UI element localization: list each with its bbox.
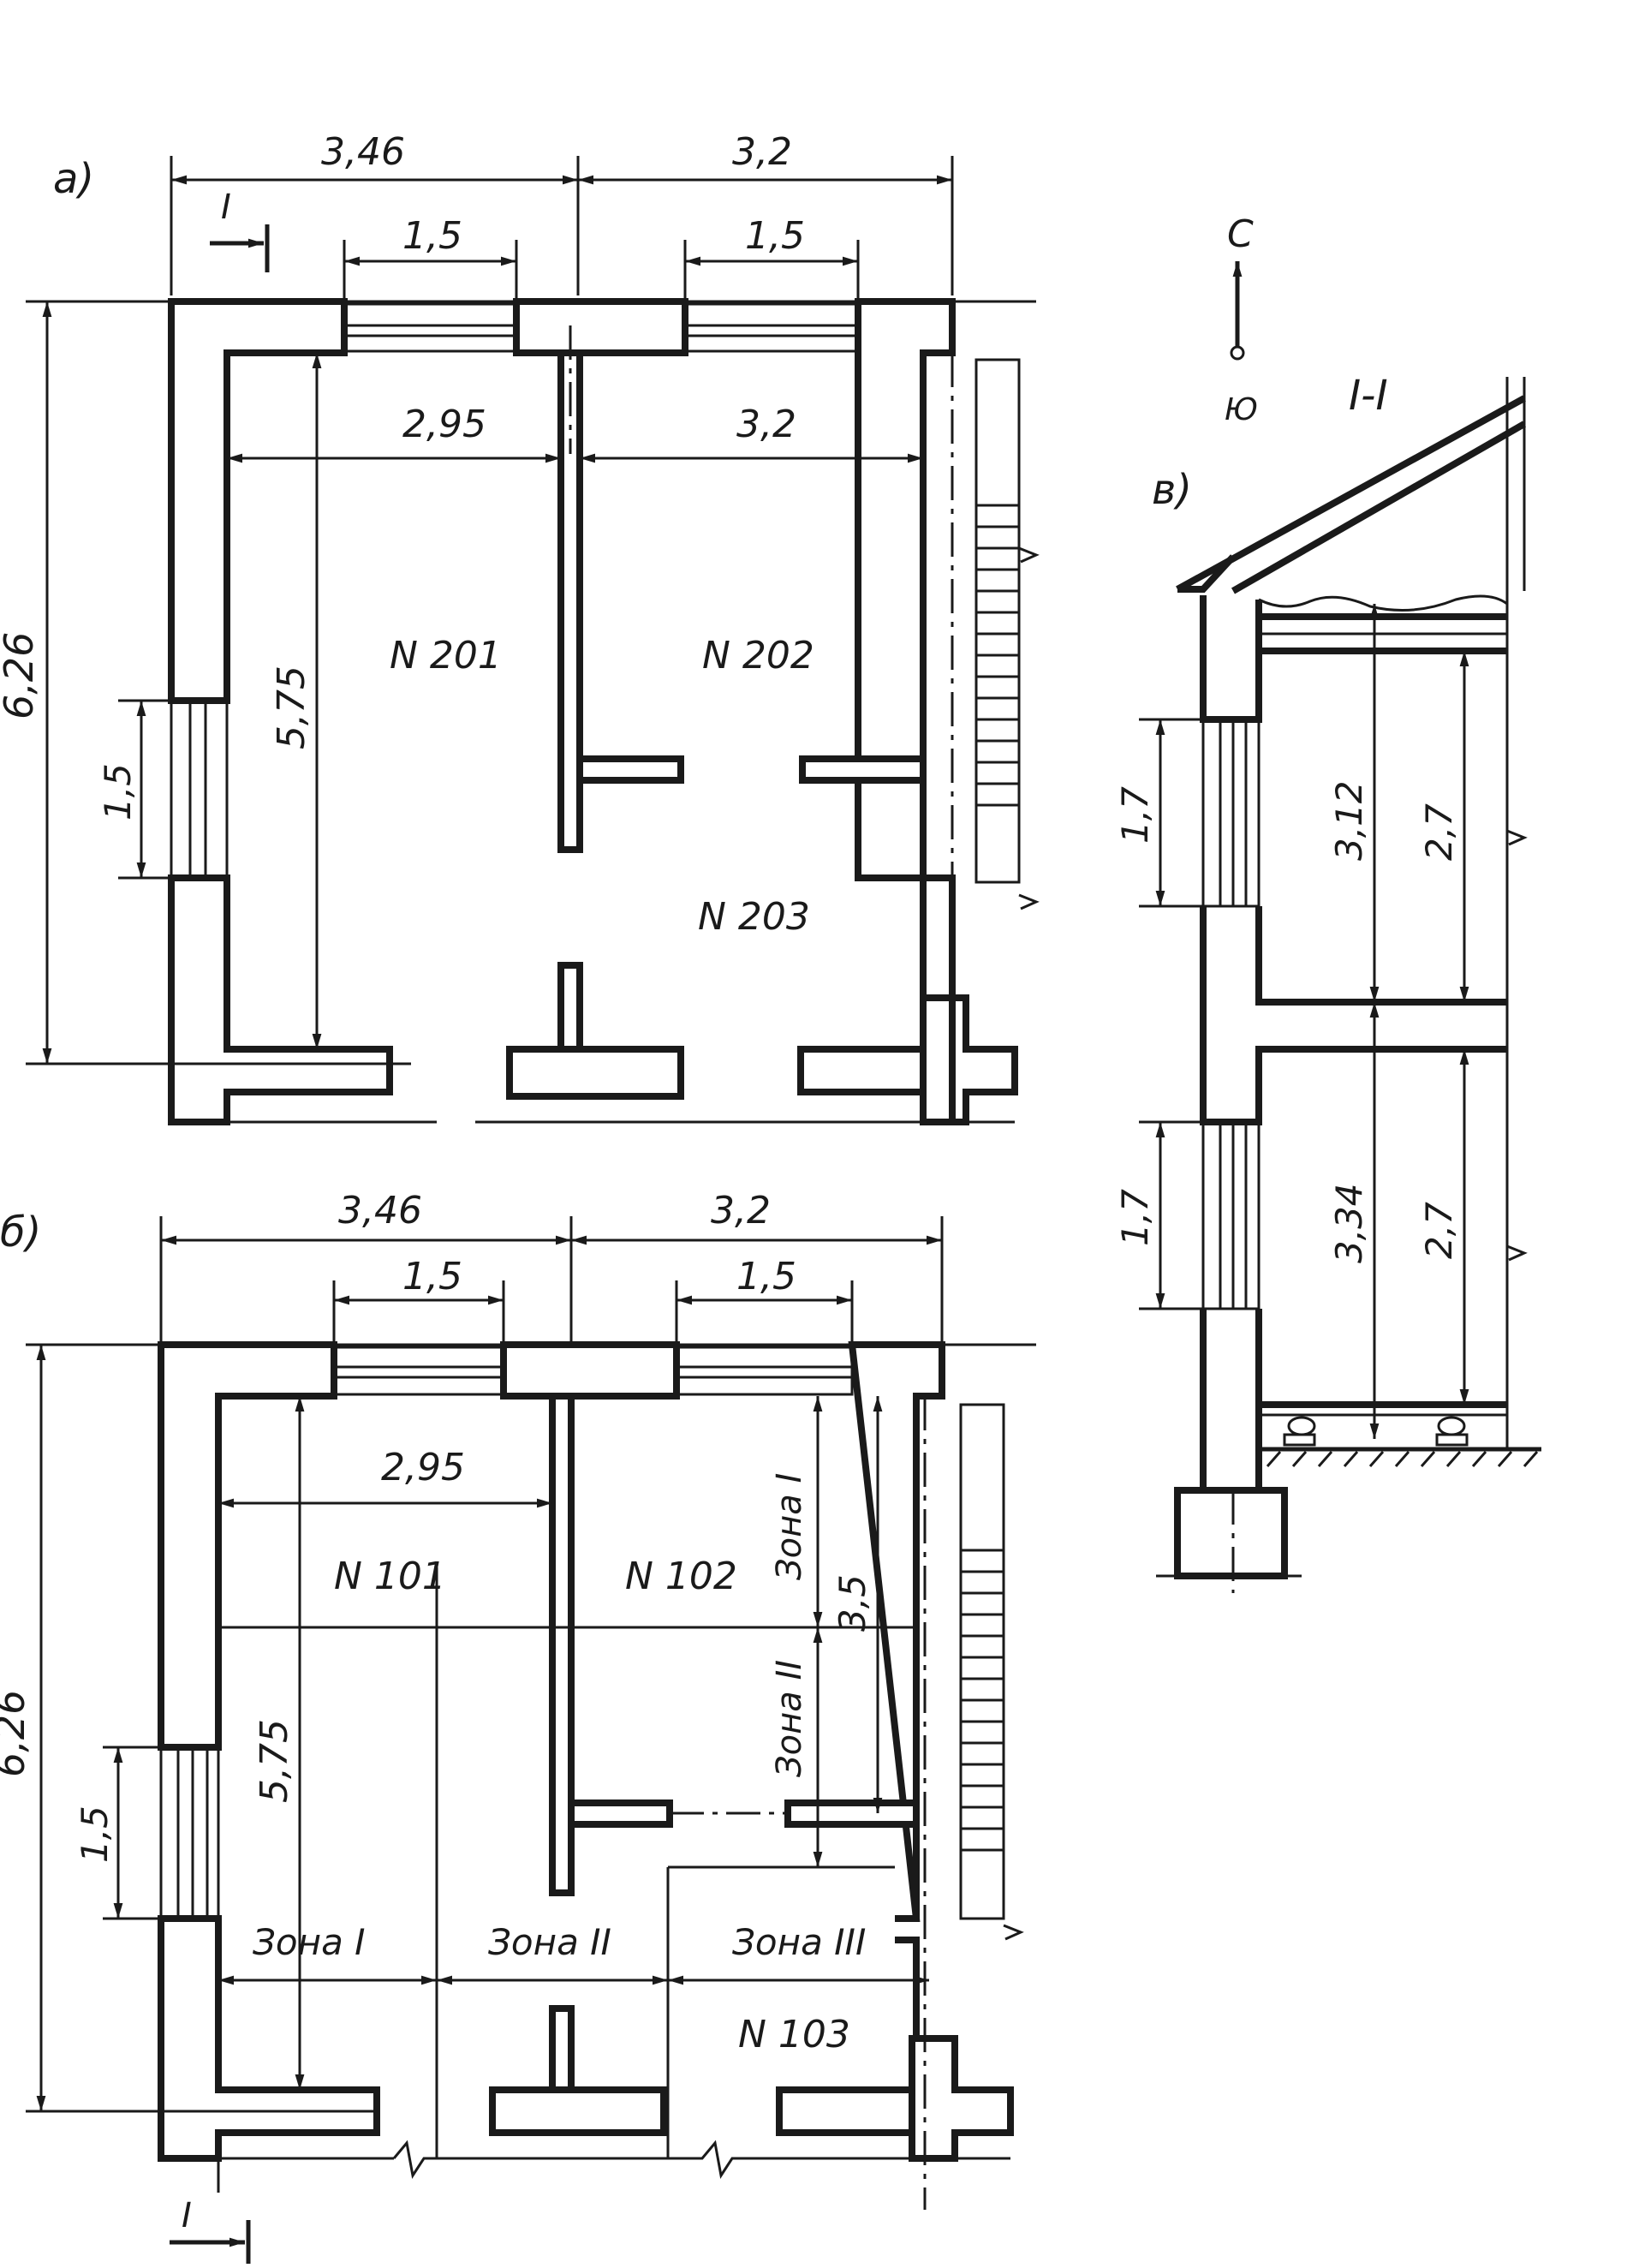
- section-floor-upper-total: 3,12: [1328, 780, 1370, 861]
- room-n102: N 102: [625, 1555, 737, 1598]
- section-title: I-I: [1349, 372, 1388, 420]
- plan-b-top-dimensions: 3,46 3,2: [159, 1189, 944, 1343]
- plan-a-top-dimensions: 3,46 3,2: [170, 130, 954, 295]
- plan-b-vertical-dimensions: 6,26 5,75 1,5 Зона I Зона II 3,5: [0, 1345, 883, 2113]
- plan-b-zone-depth: 3,5: [831, 1574, 873, 1632]
- plan-b: б) 3,46 3,2 1,5 1,5: [0, 1189, 1036, 2264]
- section-walls: [1156, 377, 1541, 1593]
- plan-b-zone-2: Зона II: [488, 1921, 611, 1963]
- plan-a-section-label: I: [221, 188, 231, 227]
- plan-b-window-dimensions: 1,5 1,5: [332, 1255, 854, 1345]
- plan-b-inner-dimensions: 2,95: [218, 1446, 552, 1508]
- section-dimensions: 1,7 3,12 2,7 1,7 3,34 2,7: [1114, 604, 1469, 1439]
- plan-a: а) 3,46 3,2 I 1,5 1,5: [0, 130, 1040, 1125]
- plan-b-section-mark: I: [170, 2196, 251, 2264]
- plan-a-walls: [26, 298, 1036, 1125]
- section-i-i: в) I-I С Ю: [1114, 212, 1541, 1593]
- section-roof: [1176, 377, 1526, 654]
- room-n203: N 203: [698, 895, 810, 939]
- room-n201: N 201: [390, 634, 502, 677]
- plan-a-height-total: 6,26: [0, 632, 42, 719]
- plan-a-dim-top-right: 3,2: [732, 130, 792, 174]
- plan-a-height-inner: 5,75: [270, 665, 313, 749]
- plan-b-partitions: [218, 1393, 927, 2210]
- plan-b-zones: Зона I Зона II Зона III: [218, 1921, 929, 1985]
- plan-b-zone-1: Зона I: [253, 1921, 366, 1963]
- plan-a-label: а): [53, 155, 94, 203]
- plan-b-zone-vertical-1: Зона I: [770, 1473, 809, 1580]
- room-n101: N 101: [334, 1555, 446, 1598]
- plan-b-dim-top-left: 3,46: [338, 1189, 422, 1232]
- section-floor-lower-total: 3,34: [1328, 1183, 1370, 1263]
- plan-b-walls: [26, 1341, 1036, 2193]
- plan-b-height-total: 6,26: [0, 1690, 33, 1777]
- plan-a-window-left-dim: 1,5: [402, 214, 462, 258]
- room-n103: N 103: [738, 2013, 850, 2056]
- section-window-lower: 1,7: [1114, 1189, 1156, 1246]
- section-window-upper: 1,7: [1114, 786, 1156, 844]
- plan-a-section-mark: I: [210, 188, 270, 272]
- plan-a-window-dimensions: 1,5 1,5: [343, 214, 860, 313]
- plan-b-section-label: I: [182, 2196, 192, 2235]
- plan-a-inner-left-dim: 2,95: [402, 403, 486, 446]
- plan-b-window-side-dim: 1,5: [74, 1805, 116, 1863]
- room-n202: N 202: [702, 634, 814, 677]
- compass-south: Ю: [1225, 392, 1258, 427]
- plan-b-height-inner: 5,75: [253, 1719, 296, 1803]
- plan-b-window-right-dim: 1,5: [736, 1255, 796, 1298]
- plan-a-partitions: [557, 325, 927, 853]
- section-floor-lower-clear: 2,7: [1418, 1202, 1460, 1259]
- plan-b-zone-vertical-2: Зона II: [770, 1660, 809, 1777]
- compass-south-dot: [1230, 345, 1245, 361]
- plan-a-window-right-dim: 1,5: [745, 214, 805, 258]
- plan-a-window-side-dim: 1,5: [97, 763, 139, 821]
- plan-b-zone-3: Зона III: [732, 1921, 866, 1963]
- plan-a-dim-top-left: 3,46: [321, 130, 405, 174]
- plan-b-label: б): [0, 1209, 41, 1256]
- plan-b-stairs: [959, 1403, 1024, 1941]
- section-floor-upper-clear: 2,7: [1418, 803, 1460, 861]
- section-label: в): [1152, 466, 1192, 514]
- compass: С Ю: [1225, 212, 1258, 427]
- plan-a-stairs: [951, 353, 1040, 1122]
- plan-a-inner-dimensions: 2,95 3,2: [227, 403, 923, 463]
- plan-a-vertical-dimensions: 6,26 5,75 1,5: [0, 300, 411, 1065]
- compass-north: С: [1227, 212, 1254, 256]
- plan-a-inner-right-dim: 3,2: [736, 403, 796, 446]
- plan-b-dim-top-right: 3,2: [711, 1189, 771, 1232]
- plan-b-window-left-dim: 1,5: [402, 1255, 462, 1298]
- plan-b-inner-left-dim: 2,95: [381, 1446, 465, 1489]
